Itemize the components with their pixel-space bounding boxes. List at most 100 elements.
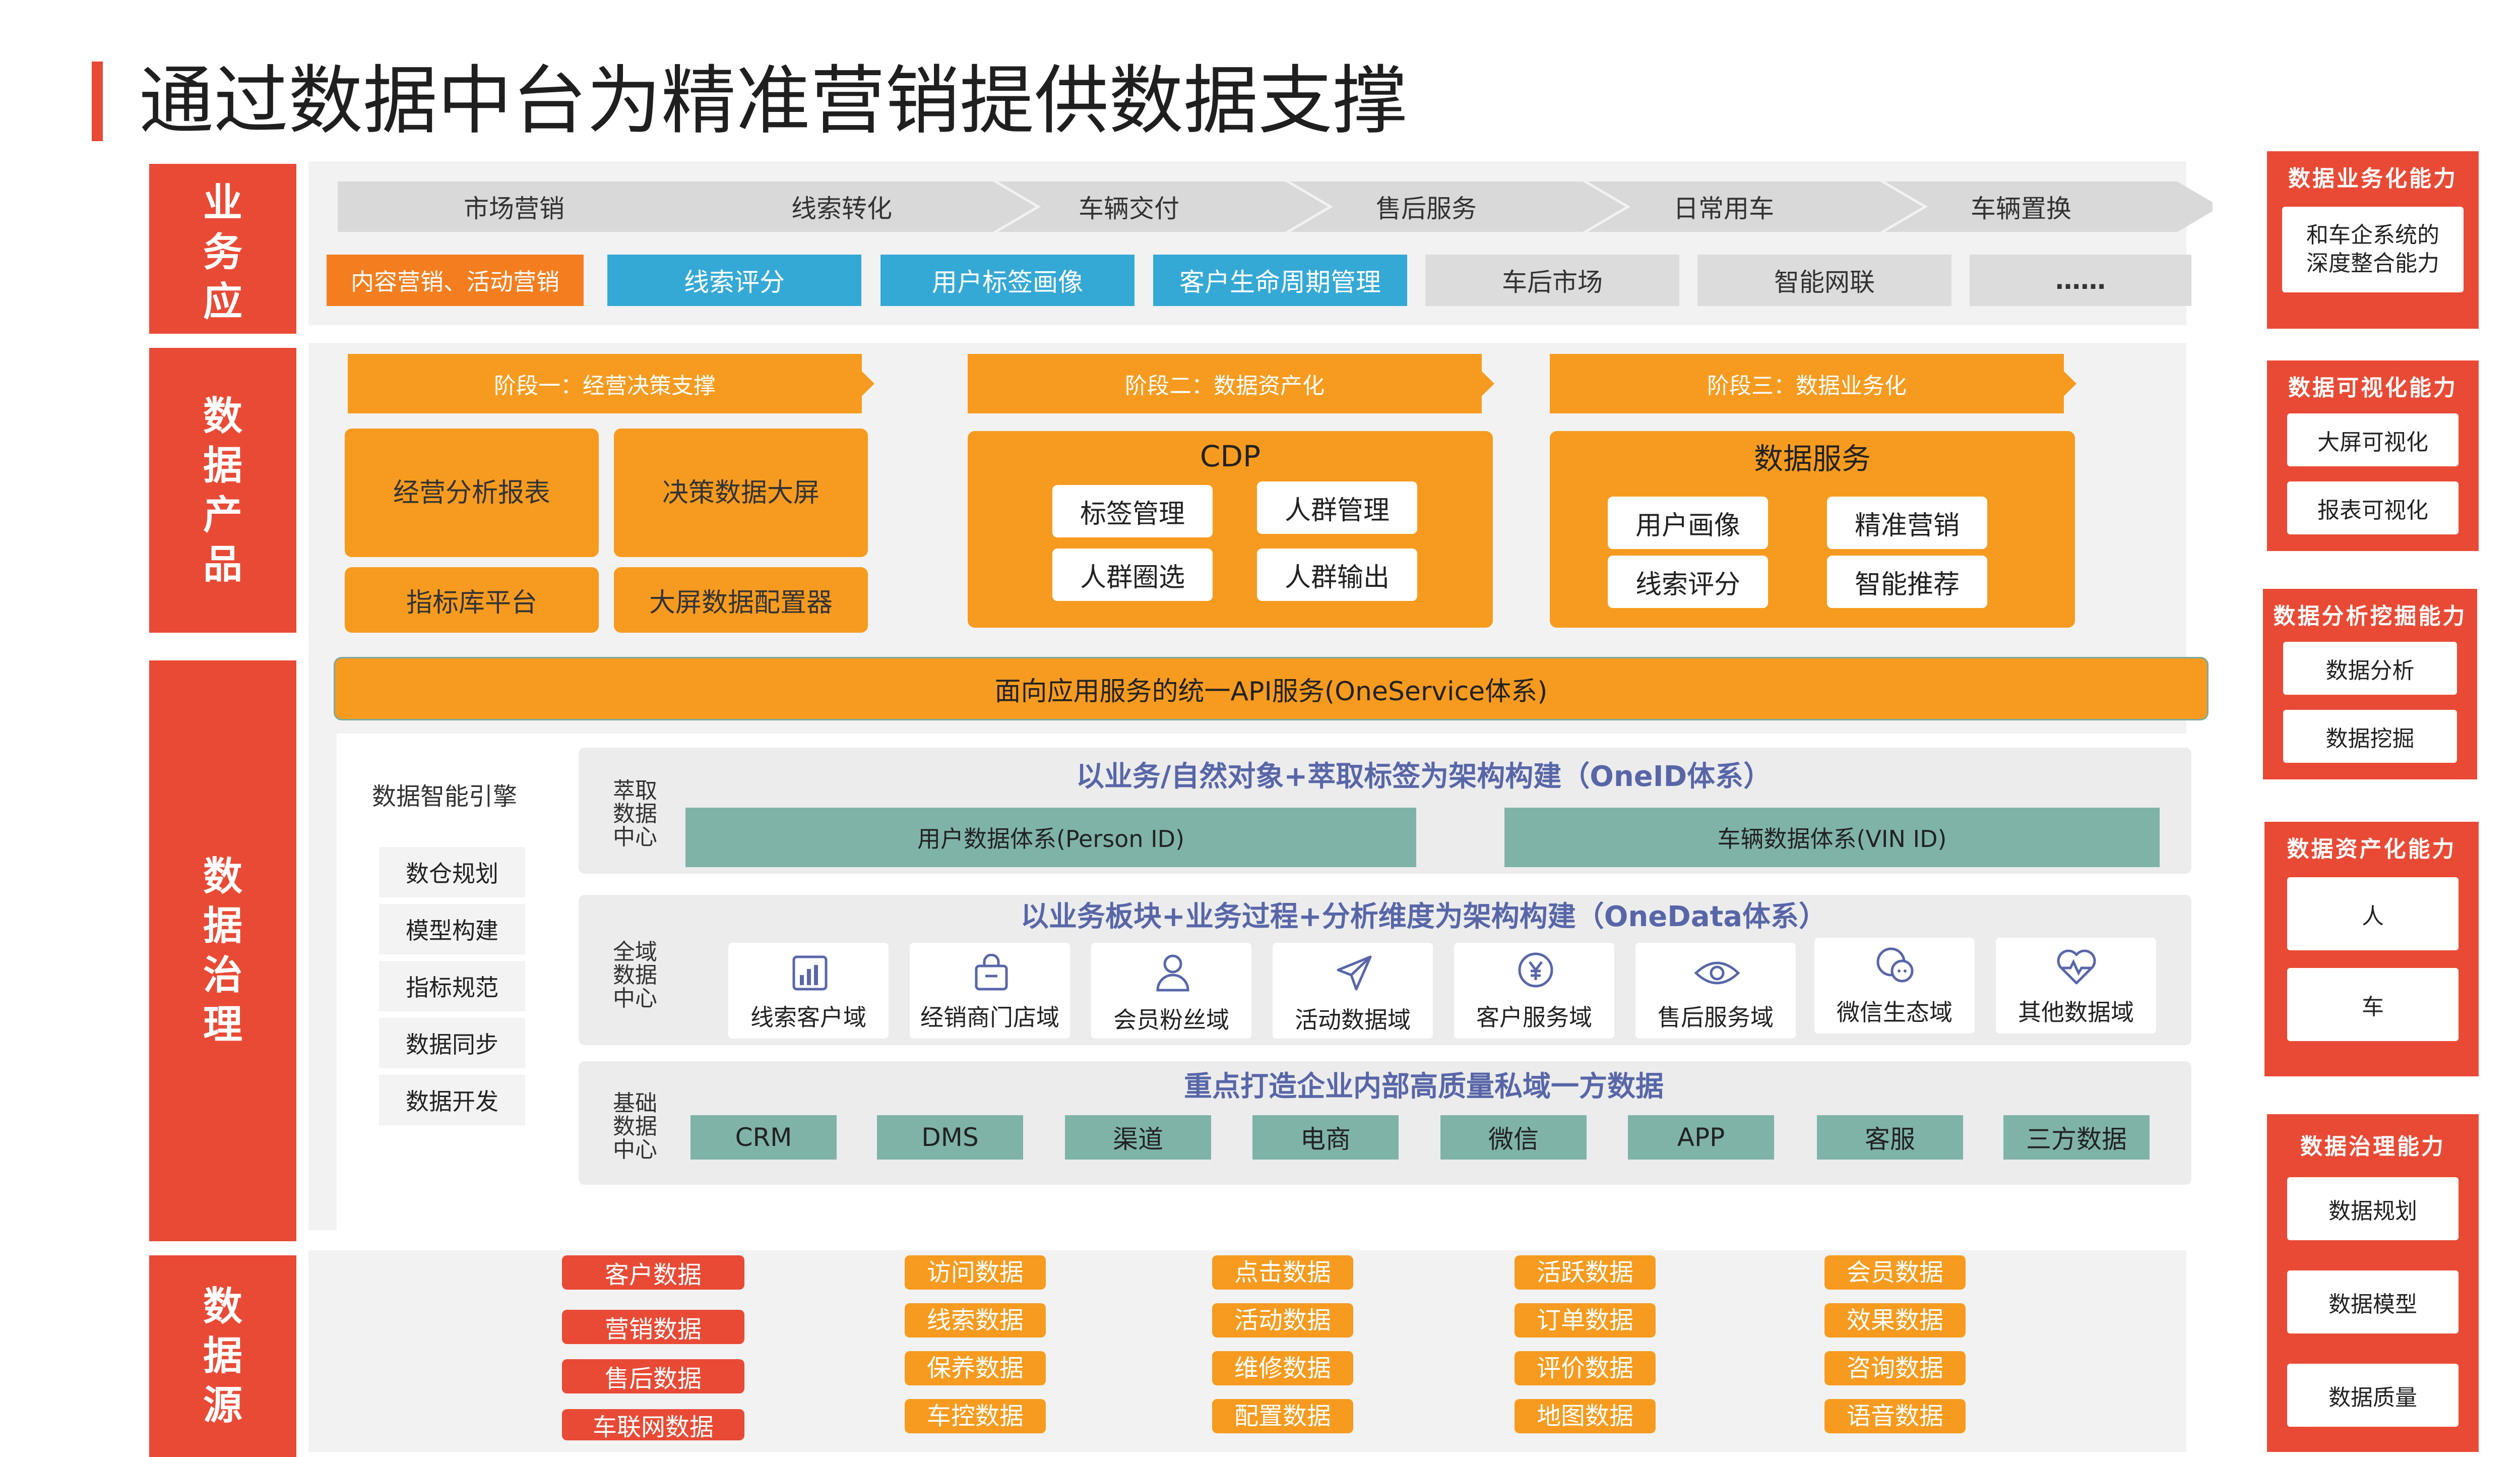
- domain-card-lead: 线索客户域: [728, 943, 889, 1039]
- user-icon: [1156, 954, 1189, 992]
- source-review: 评价数据: [1515, 1351, 1656, 1385]
- section-governance-label: 数据治理: [203, 854, 242, 1048]
- app-user-tag-profile: 用户标签画像: [880, 255, 1135, 306]
- section-product: 数据产品: [149, 348, 296, 633]
- title-accent-bar: [92, 62, 103, 141]
- global-title: 以业务板块+业务过程+分析维度为架构构建（OneData体系）: [1020, 900, 1828, 933]
- base-channel: 渠道: [1065, 1115, 1211, 1160]
- capability-visualization-title: 数据可视化能力: [2288, 375, 2458, 401]
- app-content-marketing: 内容营销、活动营销: [327, 255, 584, 306]
- domain-card-other: 其他数据域: [1996, 938, 2156, 1034]
- flow-label-1: 市场营销: [464, 194, 564, 223]
- capability-asset-title: 数据资产化能力: [2287, 836, 2456, 862]
- stage-3-title: 阶段三：数据业务化: [1550, 354, 2064, 413]
- person-id-system: 用户数据体系(Person ID): [685, 808, 1416, 867]
- product-business-report: 经营分析报表: [345, 429, 599, 557]
- domain-card-dealer: 经销商门店域: [910, 943, 1070, 1039]
- product-screen-configurator: 大屏数据配置器: [614, 567, 868, 633]
- engine-data-sync: 数据同步: [379, 1018, 525, 1068]
- source-order: 订单数据: [1515, 1303, 1656, 1338]
- service-smart-recommend: 智能推荐: [1827, 556, 1987, 608]
- source-customer: 客户数据: [562, 1255, 744, 1290]
- section-business: 业务应: [149, 164, 296, 341]
- capability-screen-viz: 大屏可视化: [2287, 413, 2459, 466]
- base-label: 基础数据中心: [613, 1090, 657, 1163]
- source-repair: 维修数据: [1212, 1351, 1353, 1385]
- cdp-audience-management: 人群管理: [1257, 481, 1417, 534]
- domain-label-activity: 活动数据域: [1295, 1006, 1411, 1034]
- domain-label-service: 客户服务域: [1476, 1004, 1592, 1031]
- capability-data-planning: 数据规划: [2287, 1177, 2459, 1240]
- base-dms: DMS: [877, 1115, 1023, 1160]
- capability-business: 数据业务化能力 和车企系统的深度整合能力: [2267, 151, 2479, 329]
- app-more: ……: [1970, 255, 2191, 306]
- flow-step-2: [998, 181, 1328, 232]
- capability-person: 人: [2287, 877, 2459, 950]
- engine-data-dev: 数据开发: [379, 1075, 525, 1125]
- heart-pulse-icon: [2057, 949, 2096, 985]
- page-title: 通过数据中台为精准营销提供数据支撑: [139, 57, 1407, 144]
- paper-plane-icon: [1337, 955, 1372, 991]
- section-product-label: 数据产品: [203, 393, 242, 587]
- product-indicator-platform: 指标库平台: [345, 567, 599, 633]
- source-click: 点击数据: [1212, 1255, 1353, 1290]
- flow-label-6: 车辆置换: [1971, 194, 2071, 223]
- source-active: 活跃数据: [1515, 1255, 1656, 1290]
- source-effect: 效果数据: [1824, 1303, 1966, 1338]
- source-consult: 咨询数据: [1824, 1351, 1966, 1385]
- capability-analysis: 数据分析挖掘能力 数据分析 数据挖掘: [2263, 589, 2477, 779]
- base-third-party: 三方数据: [2003, 1115, 2150, 1160]
- source-marketing: 营销数据: [562, 1310, 744, 1344]
- stage-2-title: 阶段二：数据资产化: [968, 354, 1482, 413]
- flow-label-5: 日常用车: [1673, 194, 1774, 223]
- chat-icon: [1876, 947, 1914, 983]
- engine-dw-planning: 数仓规划: [379, 847, 525, 897]
- stage-1-title: 阶段一：经营决策支撑: [348, 354, 862, 413]
- source-lead: 线索数据: [905, 1303, 1046, 1338]
- domain-label-dealer: 经销商门店域: [920, 1004, 1059, 1031]
- section-source: 数据源: [149, 1255, 296, 1457]
- business-flow-chevrons: [338, 181, 2213, 232]
- cdp-title: CDP: [1200, 439, 1261, 473]
- source-telematics: 车联网数据: [562, 1409, 744, 1441]
- base-ecommerce: 电商: [1252, 1115, 1399, 1160]
- product-decision-screen: 决策数据大屏: [614, 429, 868, 557]
- capability-data-model: 数据模型: [2287, 1270, 2459, 1333]
- capability-asset: 数据资产化能力 人 车: [2264, 822, 2479, 1076]
- section-source-label: 数据源: [203, 1284, 242, 1428]
- capability-visualization: 数据可视化能力 大屏可视化 报表可视化: [2267, 360, 2479, 551]
- yen-coin-icon: [1518, 952, 1553, 988]
- section-governance: 数据治理: [149, 660, 296, 1241]
- domain-card-activity: 活动数据域: [1273, 943, 1433, 1039]
- source-aftersales: 售后数据: [562, 1359, 744, 1393]
- flow-label-3: 车辆交付: [1079, 194, 1179, 223]
- flow-label-4: 售后服务: [1376, 194, 1477, 223]
- domain-card-aftersales: 售后服务域: [1635, 943, 1796, 1039]
- app-connected-car: 智能网联: [1697, 255, 1951, 306]
- capability-governance: 数据治理能力 数据规划 数据模型 数据质量: [2267, 1114, 2479, 1452]
- source-activity: 活动数据: [1212, 1303, 1353, 1338]
- capability-business-title: 数据业务化能力: [2288, 166, 2458, 192]
- source-visit: 访问数据: [905, 1255, 1046, 1290]
- app-aftermarket: 车后市场: [1425, 255, 1679, 306]
- extraction-label: 萃取数据中心: [613, 778, 657, 850]
- flow-step-5: [1885, 181, 2213, 232]
- domain-card-member: 会员粉丝域: [1091, 943, 1251, 1039]
- service-lead-scoring: 线索评分: [1608, 556, 1768, 608]
- bar-chart-icon: [792, 955, 828, 991]
- capability-data-mining: 数据挖掘: [2283, 710, 2457, 763]
- section-divider: [149, 334, 296, 348]
- engine-indicator-standard: 指标规范: [379, 961, 525, 1011]
- source-vehicle-control: 车控数据: [905, 1399, 1046, 1433]
- base-crm: CRM: [690, 1115, 837, 1160]
- service-precision-marketing: 精准营销: [1827, 497, 1987, 549]
- flow-step-1: [338, 181, 1036, 232]
- capability-business-item: 和车企系统的深度整合能力: [2282, 207, 2464, 292]
- capability-analysis-title: 数据分析挖掘能力: [2273, 603, 2467, 629]
- source-member: 会员数据: [1824, 1255, 1966, 1290]
- capability-data-quality: 数据质量: [2287, 1364, 2459, 1427]
- cdp-tag-management: 标签管理: [1052, 485, 1213, 537]
- section-business-label: 业务应: [203, 180, 242, 325]
- app-customer-lifecycle: 客户生命周期管理: [1153, 255, 1407, 306]
- shop-bag-icon: [975, 954, 1008, 991]
